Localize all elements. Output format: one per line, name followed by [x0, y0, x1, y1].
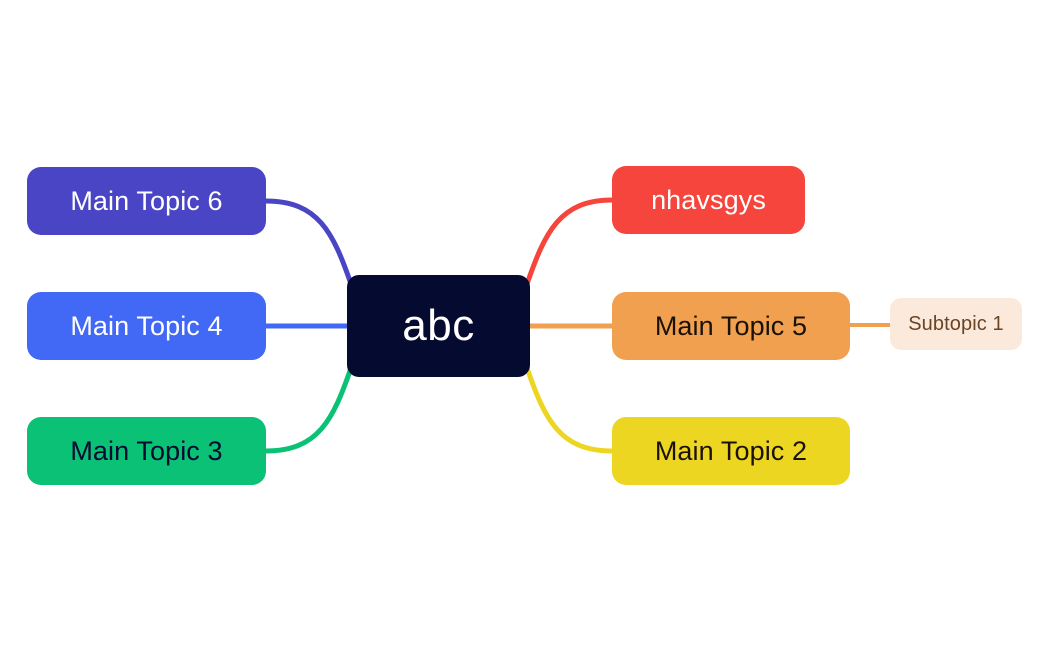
- node-main-topic-3[interactable]: Main Topic 3: [27, 417, 266, 485]
- node-main-topic-2[interactable]: Main Topic 2: [612, 417, 850, 485]
- node-main-topic-4-label: Main Topic 4: [70, 310, 223, 341]
- central-node[interactable]: abc: [347, 275, 530, 377]
- connector-central-to-main-topic-6: [265, 198, 354, 285]
- node-main-topic-4[interactable]: Main Topic 4: [27, 292, 266, 360]
- connector-central-to-main-topic-2: [524, 367, 613, 454]
- node-main-topic-5-label: Main Topic 5: [654, 310, 808, 341]
- node-subtopic-1-label: Subtopic 1: [908, 313, 1004, 335]
- node-main-topic-2-label: Main Topic 2: [654, 435, 808, 466]
- node-main-topic-6-label: Main Topic 6: [70, 185, 223, 216]
- node-subtopic-1[interactable]: Subtopic 1: [890, 298, 1022, 350]
- node-main-topic-6[interactable]: Main Topic 6: [27, 167, 266, 235]
- central-node-label: abc: [402, 301, 475, 350]
- node-main-topic-5[interactable]: Main Topic 5: [612, 292, 850, 360]
- node-nhavsgys[interactable]: nhavsgys: [612, 166, 805, 234]
- connector-central-to-main-topic-3: [265, 367, 354, 454]
- node-main-topic-3-label: Main Topic 3: [70, 435, 223, 466]
- connector-central-to-nhavsgys: [524, 197, 613, 285]
- node-nhavsgys-label: nhavsgys: [651, 184, 766, 215]
